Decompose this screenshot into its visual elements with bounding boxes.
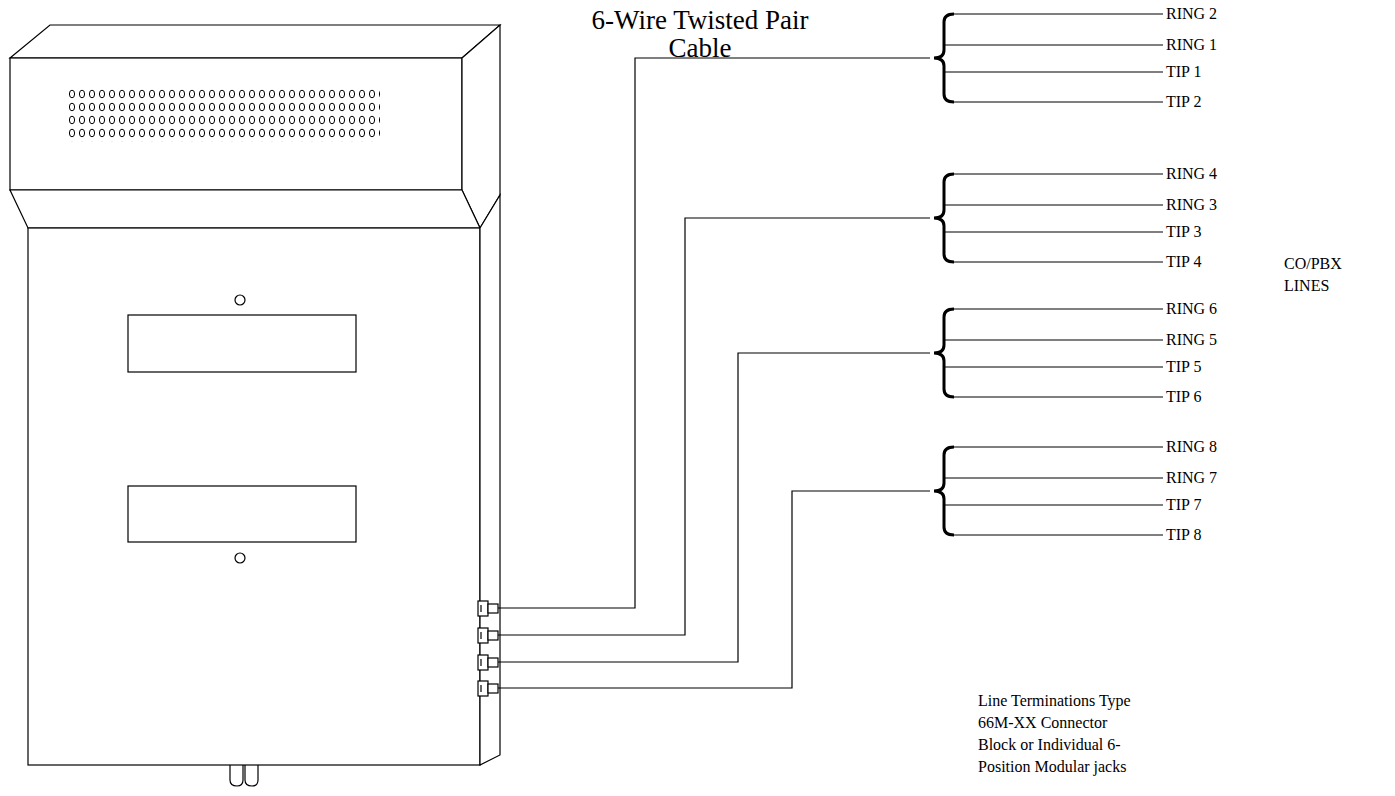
signal-name: RING 1: [1166, 35, 1217, 55]
signal-name: RING 8: [1166, 437, 1217, 457]
housing: [10, 25, 500, 786]
signal-name: TIP 6: [1166, 387, 1201, 407]
signal-name: RING 6: [1166, 299, 1217, 319]
signal-name: TIP 4: [1166, 252, 1201, 272]
cable-title: 6-Wire Twisted Pair Cable: [560, 6, 840, 62]
signal-name: TIP 3: [1166, 222, 1201, 242]
signal-name: TIP 7: [1166, 495, 1201, 515]
signal-name: TIP 5: [1166, 357, 1201, 377]
signal-name: RING 4: [1166, 164, 1217, 184]
cables: [498, 58, 930, 688]
braces: [934, 14, 954, 535]
line-wires: [944, 14, 1163, 535]
signal-name: RING 5: [1166, 330, 1217, 350]
signal-name: RING 2: [1166, 4, 1217, 24]
signal-name: RING 7: [1166, 468, 1217, 488]
signal-name: TIP 2: [1166, 92, 1201, 112]
signal-name: TIP 1: [1166, 62, 1201, 82]
termination-note: Line Terminations Type 66M-XX Connector …: [978, 690, 1138, 778]
modular-jacks: [478, 601, 498, 696]
signal-name: TIP 8: [1166, 525, 1201, 545]
line-type-note: CO/PBX LINES: [1284, 253, 1364, 297]
signal-name: RING 3: [1166, 195, 1217, 215]
